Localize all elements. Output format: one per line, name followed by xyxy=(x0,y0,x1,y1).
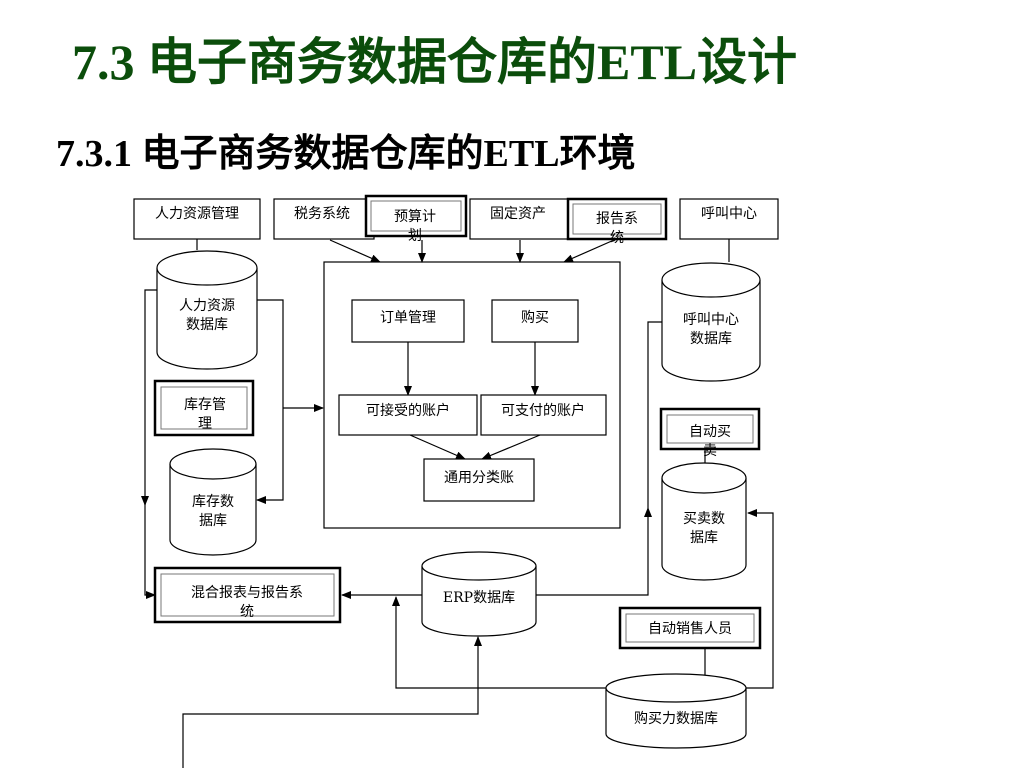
hr-database: 人力资源 数据库 xyxy=(156,250,258,370)
source-fixed-assets-label: 固定资产 xyxy=(490,206,546,222)
erp-database: ERP数据库 xyxy=(421,551,537,637)
edge-to-mixed-report xyxy=(144,500,156,599)
mixed-report-module: 混合报表与报告系 统 xyxy=(153,566,342,624)
edge-hr-db-loop xyxy=(247,296,284,504)
source-tax-system: 税务系统 xyxy=(273,198,375,240)
inventory-mgmt-label-1: 库存管 xyxy=(184,397,226,413)
hr-database-label-1: 人力资源 xyxy=(179,298,235,314)
edge-hr-to-erp xyxy=(329,239,381,263)
edge-purchase-to-trade xyxy=(746,509,774,689)
edge-receivable-to-ledger xyxy=(409,434,466,460)
auto-trade-label-2: 卖 xyxy=(703,443,717,459)
inventory-mgmt-module: 库存管 理 xyxy=(153,379,255,437)
source-fixed-assets: 固定资产 xyxy=(469,198,571,240)
trade-database-label-2: 据库 xyxy=(690,530,718,546)
auto-trade-label-1: 自动买 xyxy=(689,424,731,440)
purchase-label: 购买 xyxy=(521,310,549,326)
order-mgmt-label: 订单管理 xyxy=(380,310,436,326)
source-call-center: 呼叫中心 xyxy=(679,198,779,240)
call-center-database: 呼叫中心 数据库 xyxy=(661,262,761,382)
edge-call-to-trade xyxy=(647,321,662,508)
payable-box: 可支付的账户 xyxy=(480,394,607,436)
purchase-box: 购买 xyxy=(491,299,579,343)
page-title: 7.3 电子商务数据仓库的ETL设计 xyxy=(72,34,798,90)
auto-trade-module: 自动买 卖 xyxy=(659,407,761,459)
call-center-database-label-1: 呼叫中心 xyxy=(683,312,739,328)
source-hr-mgmt-label: 人力资源管理 xyxy=(155,206,239,222)
source-hr-mgmt: 人力资源管理 xyxy=(133,198,261,240)
payable-label: 可支付的账户 xyxy=(501,402,585,419)
receivable-box: 可接受的账户 xyxy=(338,394,478,436)
inventory-mgmt-label-2: 理 xyxy=(198,416,212,432)
erp-system-container xyxy=(323,261,621,529)
erp-database-label: ERP数据库 xyxy=(443,590,515,606)
section-subtitle: 7.3.1 电子商务数据仓库的ETL环境 xyxy=(56,133,636,175)
source-budget-label-2: 划 xyxy=(408,228,422,244)
call-center-database-label-2: 数据库 xyxy=(690,331,732,347)
receivable-label: 可接受的账户 xyxy=(366,402,450,419)
edge-report-to-erp xyxy=(563,239,615,263)
auto-sales-module: 自动销售人员 xyxy=(618,606,762,650)
source-tax-system-label: 税务系统 xyxy=(294,206,350,222)
source-call-center-label: 呼叫中心 xyxy=(701,206,757,222)
trade-database: 买卖数 据库 xyxy=(661,462,747,581)
inventory-database-label-2: 据库 xyxy=(199,513,227,529)
trade-database-label-1: 买卖数 xyxy=(683,511,725,527)
auto-sales-label: 自动销售人员 xyxy=(648,621,732,637)
edge-payable-to-ledger xyxy=(481,434,541,460)
purchase-power-database-label: 购买力数据库 xyxy=(634,711,718,727)
source-report-system: 报告系 统 xyxy=(566,197,668,246)
inventory-database: 库存数 据库 xyxy=(169,448,257,556)
order-mgmt-box: 订单管理 xyxy=(351,299,465,343)
hr-database-label-2: 数据库 xyxy=(186,317,228,333)
source-budget-label-1: 预算计 xyxy=(394,209,436,225)
source-budget: 预算计 划 xyxy=(364,194,468,244)
mixed-report-label-1: 混合报表与报告系 xyxy=(191,585,303,601)
inventory-database-label-1: 库存数 xyxy=(192,494,234,510)
mixed-report-label-2: 统 xyxy=(240,604,254,620)
general-ledger-label: 通用分类账 xyxy=(444,470,514,486)
edge-erp-db-to-trade xyxy=(536,507,652,596)
edge-bottom-to-erp xyxy=(182,636,482,768)
source-report-label-1: 报告系 xyxy=(596,211,638,227)
edge-purchase-to-erp-left xyxy=(392,596,606,689)
source-report-label-2: 统 xyxy=(610,230,624,246)
general-ledger-box: 通用分类账 xyxy=(423,458,535,502)
purchase-power-database: 购买力数据库 xyxy=(605,673,747,749)
